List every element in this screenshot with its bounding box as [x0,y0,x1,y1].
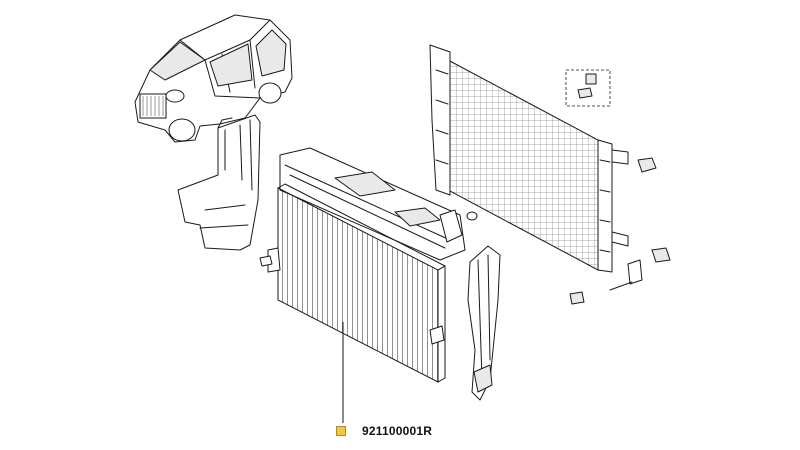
part-marker-icon [336,426,346,436]
part-callout[interactable]: 921100001R [336,423,432,439]
vehicle-illustration [134,14,293,143]
radiator-hardware [565,69,671,305]
condenser [259,183,446,383]
left-air-deflector [177,114,261,251]
radiator [429,44,629,273]
part-number-label[interactable]: 921100001R [362,424,433,438]
right-air-deflector [467,245,501,401]
radiator-shroud [279,147,478,261]
